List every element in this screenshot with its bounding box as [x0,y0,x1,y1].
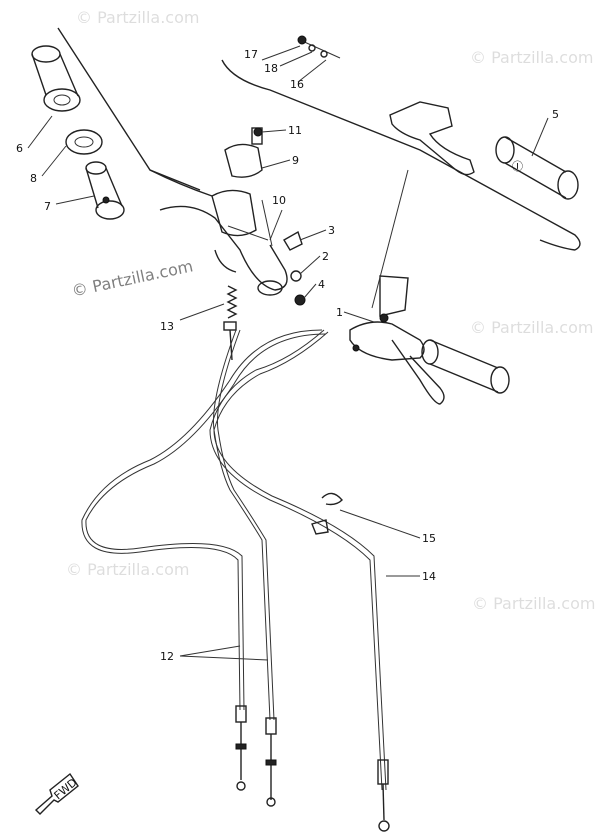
callout-12: 12 [160,650,174,663]
right-grip-5: Ⓘ [495,136,579,200]
guide-line [371,169,409,309]
cable-clamp-15 [311,492,343,535]
left-grip [31,45,81,112]
callout-2: 2 [322,250,329,263]
clutch-cable-14 [209,329,390,832]
watermark: © Partzilla.com [470,318,594,337]
handlebar [57,27,581,251]
leader-lines [27,45,549,661]
watermark: © Partzilla.com [66,560,190,579]
fwd-arrow-icon: FWD [34,772,80,815]
svg-text:Ⓘ: Ⓘ [512,160,523,173]
callout-9: 9 [292,154,299,167]
watermark: © Partzilla.com [470,48,594,67]
callout-numbers: 6 8 7 17 18 16 11 9 10 3 2 4 5 1 13 15 1… [16,48,559,663]
callout-10: 10 [272,194,286,207]
callout-16: 16 [290,78,304,91]
fwd-label: FWD [52,776,80,802]
callout-4: 4 [318,278,325,291]
callout-14: 14 [422,570,436,583]
lever-upper-right [297,35,475,176]
callout-11: 11 [288,124,302,137]
callout-6: 6 [16,142,23,155]
callout-1: 1 [336,306,343,319]
callout-7: 7 [44,200,51,213]
callout-18: 18 [264,62,278,75]
grip-sleeve-7 [85,161,125,220]
callout-17: 17 [244,48,258,61]
callout-8: 8 [30,172,37,185]
spring-13 [223,285,238,361]
watermark: © Partzilla.com [472,594,596,613]
callout-3: 3 [328,224,335,237]
washer-8 [65,129,103,155]
callout-15: 15 [422,532,436,545]
watermark: © Partzilla.com [76,8,200,27]
callout-5: 5 [552,108,559,121]
callout-13: 13 [160,320,174,333]
lever-lower-right [349,275,510,405]
